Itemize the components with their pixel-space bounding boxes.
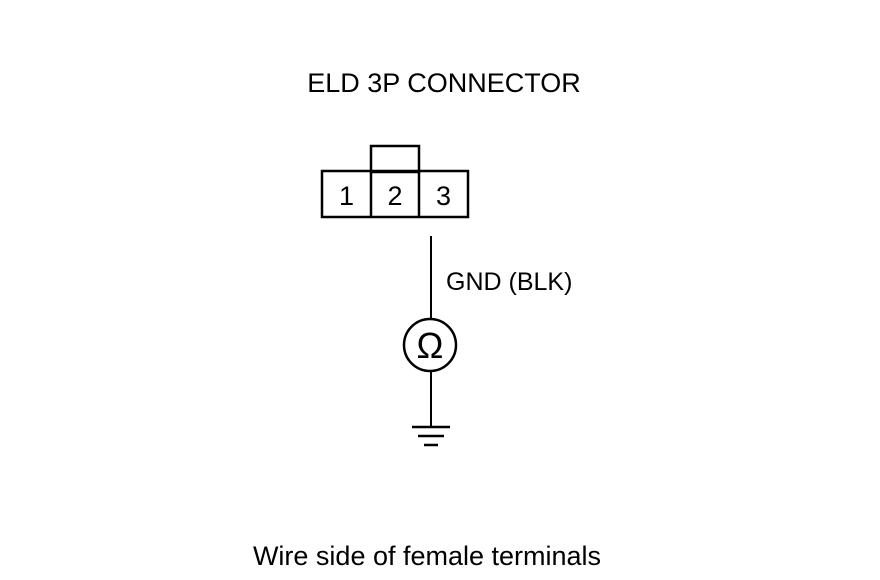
connector-key-tab bbox=[369, 144, 421, 174]
wire-label: GND (BLK) bbox=[446, 268, 572, 296]
ohmmeter-icon: Ω bbox=[402, 317, 458, 373]
terminal-2-label: 2 bbox=[387, 181, 402, 211]
terminal-3-label: 3 bbox=[436, 181, 451, 211]
terminal-1-label: 1 bbox=[339, 181, 354, 211]
diagram-title: ELD 3P CONNECTOR bbox=[307, 68, 581, 98]
connector: 1 2 3 bbox=[320, 144, 470, 219]
connector-housing bbox=[320, 169, 470, 219]
diagram-caption: Wire side of female terminals bbox=[253, 541, 601, 571]
ohm-symbol: Ω bbox=[417, 325, 444, 366]
ground-icon bbox=[412, 425, 450, 447]
